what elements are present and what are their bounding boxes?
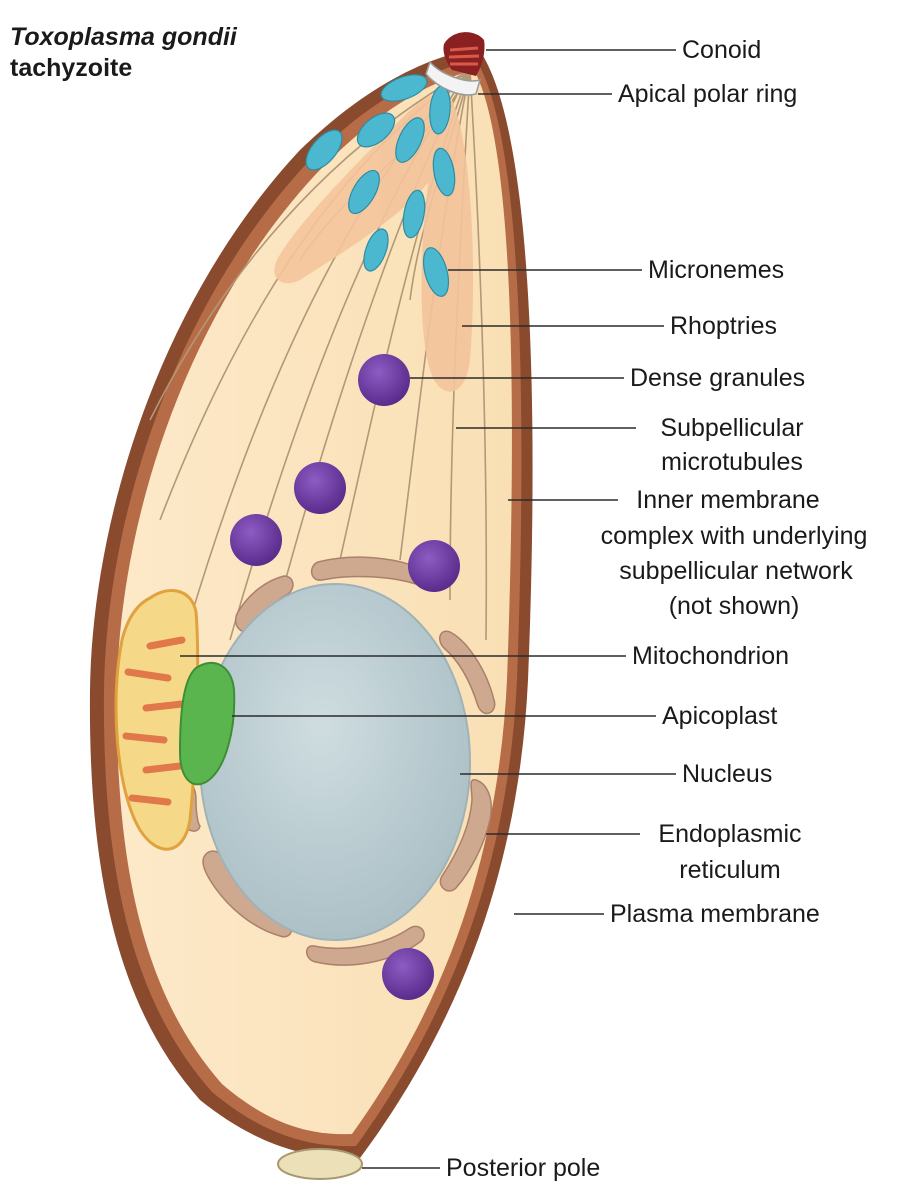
dense-granule (230, 514, 282, 566)
diagram-title: Toxoplasma gondii tachyzoite (10, 22, 237, 84)
microneme (348, 169, 380, 215)
label-plasma-membrane: Plasma membrane (610, 900, 820, 928)
microneme (402, 189, 426, 239)
er-segment (439, 630, 496, 715)
label-dense-granules: Dense granules (630, 364, 806, 392)
microneme (422, 247, 450, 297)
label-inner-membrane-2: complex with underlying (600, 522, 868, 550)
label-inner-membrane-4: (not shown) (668, 592, 800, 620)
apical-polar-ring (425, 60, 482, 96)
micronemes (305, 74, 456, 297)
label-posterior-pole: Posterior pole (446, 1154, 601, 1182)
microneme (380, 74, 428, 102)
label-apical-polar-ring: Apical polar ring (618, 80, 798, 108)
dense-granule (408, 540, 460, 592)
conoid (443, 32, 485, 76)
microneme (356, 112, 396, 148)
microneme (363, 228, 389, 272)
label-inner-membrane-1: Inner membrane (636, 486, 820, 514)
title-species: Toxoplasma gondii (10, 23, 237, 51)
er-segment (439, 779, 492, 892)
dense-granule (294, 462, 346, 514)
mito-cristae (122, 636, 186, 806)
label-micronemes: Micronemes (648, 256, 785, 284)
label-nucleus: Nucleus (682, 760, 773, 788)
apicoplast (178, 662, 236, 786)
label-rhoptries: Rhoptries (670, 312, 777, 340)
title-stage: tachyzoite (10, 54, 133, 82)
microneme (432, 147, 456, 197)
label-er-2: reticulum (679, 856, 781, 884)
dense-granule (358, 354, 410, 406)
microneme (395, 117, 425, 163)
leader-lines (180, 49, 676, 1169)
microneme (305, 129, 343, 171)
label-mitochondrion: Mitochondrion (632, 642, 790, 670)
label-er-1: Endoplasmic (658, 820, 802, 848)
dense-granules (230, 354, 460, 1000)
dense-granule (382, 948, 434, 1000)
mitochondrion (114, 589, 200, 851)
label-inner-membrane-3: subpellicular network (619, 557, 853, 585)
label-subpellicular-microtubules-1: Subpellicular (660, 414, 804, 442)
label-subpellicular-microtubules-2: microtubules (661, 448, 803, 476)
label-conoid: Conoid (682, 36, 762, 64)
nucleus (199, 583, 471, 941)
label-apicoplast: Apicoplast (662, 702, 778, 730)
posterior-pole (277, 1148, 363, 1180)
